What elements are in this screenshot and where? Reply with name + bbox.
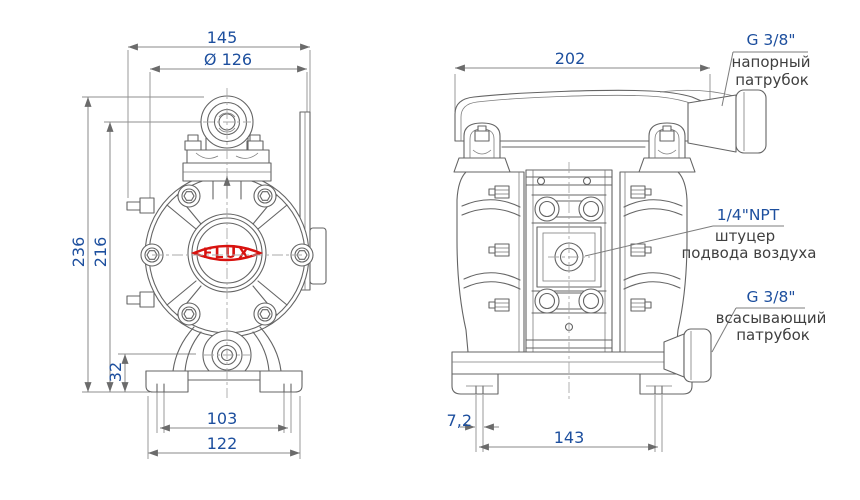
front-view-extension-lines: [82, 50, 311, 459]
callout-discharge: G 3/8" напорный патрубок: [721, 31, 811, 107]
dim-depth-202: 202: [555, 49, 586, 68]
dim-feet-span-143: 143: [554, 428, 585, 447]
callout-air-inlet: 1/4"NPT штуцер подвода воздуха: [584, 206, 817, 262]
side-view-dimensions: 202 7,2 143: [447, 49, 710, 451]
discharge-port-side: [659, 89, 767, 154]
dim-width-145: 145: [207, 28, 238, 47]
discharge-desc-line1: напорный: [732, 53, 811, 71]
front-view-dimensions: 145 Ø 126 236 216 32 103 122: [69, 28, 310, 457]
chamber-left: [456, 171, 525, 353]
dim-port-height-32: 32: [106, 362, 125, 382]
suction-desc-line2: патрубок: [736, 326, 810, 344]
front-view: FLUX: [69, 28, 327, 459]
discharge-desc-line2: патрубок: [735, 71, 809, 89]
dim-height-216: 216: [91, 237, 110, 268]
flux-logo-text: FLUX: [203, 246, 251, 262]
dim-slot-72: 7,2: [447, 411, 472, 430]
callouts: G 3/8" напорный патрубок 1/4"NPT штуцер …: [584, 31, 827, 353]
suction-thread-label: G 3/8": [746, 288, 795, 306]
suction-desc-line1: всасывающий: [716, 309, 827, 327]
side-view: 202 7,2 143: [447, 49, 767, 452]
clamp-right: [638, 122, 696, 173]
discharge-thread-label: G 3/8": [746, 31, 795, 49]
air-desc-line2: подвода воздуха: [681, 244, 816, 262]
callout-suction: G 3/8" всасывающий патрубок: [711, 288, 827, 353]
chamber-right: [619, 171, 688, 353]
dim-feet-inner-103: 103: [207, 409, 238, 428]
center-body-side: [525, 169, 613, 353]
dim-feet-outer-122: 122: [207, 434, 238, 453]
base-side: [451, 351, 693, 395]
dim-diameter-126: Ø 126: [204, 50, 252, 69]
air-thread-label: 1/4"NPT: [717, 206, 780, 224]
side-studs-front: [126, 197, 155, 308]
dim-height-236: 236: [69, 237, 88, 268]
base-front: [145, 370, 303, 393]
air-desc-line1: штуцер: [715, 227, 775, 245]
suction-port-side: [663, 328, 712, 383]
